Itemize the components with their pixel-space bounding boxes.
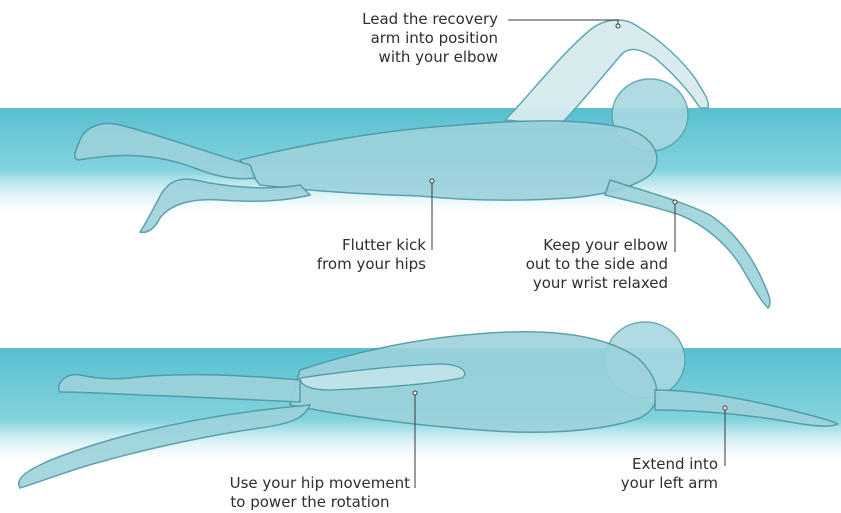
label-hip-line2: to power the rotation	[190, 493, 410, 512]
label-elbow-line1: Keep your elbow	[480, 236, 668, 255]
label-recovery-line3: with your elbow	[300, 48, 498, 67]
leader-dot-recovery	[616, 24, 620, 28]
label-elbow-line2: out to the side and	[480, 255, 668, 274]
label-elbow-line3: your wrist relaxed	[480, 274, 668, 293]
label-flutter-kick: Flutter kick from your hips	[270, 236, 426, 274]
label-recovery-line2: arm into position	[300, 29, 498, 48]
label-keep-elbow: Keep your elbow out to the side and your…	[480, 236, 668, 293]
label-recovery-line1: Lead the recovery	[300, 10, 498, 29]
leader-dot-hip	[413, 391, 417, 395]
label-recovery-arm: Lead the recovery arm into position with…	[300, 10, 498, 67]
label-hip-movement: Use your hip movement to power the rotat…	[190, 474, 410, 512]
label-kick-line1: Flutter kick	[270, 236, 426, 255]
label-extend-line2: your left arm	[590, 474, 718, 493]
label-extend-arm: Extend into your left arm	[590, 455, 718, 493]
leader-dot-kick	[430, 179, 434, 183]
leader-dot-elbow	[673, 200, 677, 204]
label-kick-line2: from your hips	[270, 255, 426, 274]
label-extend-line1: Extend into	[590, 455, 718, 474]
leader-dot-extend	[723, 406, 727, 410]
label-hip-line1: Use your hip movement	[190, 474, 410, 493]
